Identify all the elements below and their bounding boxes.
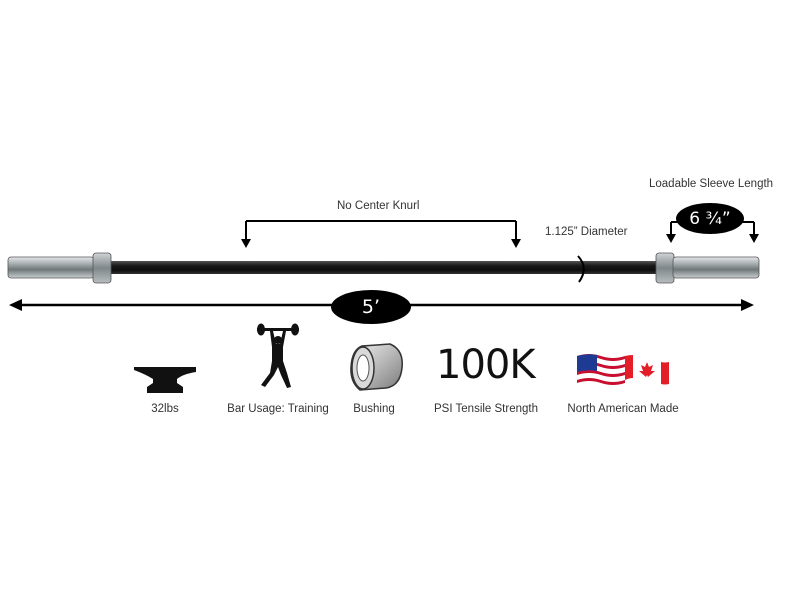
bushing-label: Bushing [353,403,395,415]
bar-usage-label: Bar Usage: Training [227,403,329,415]
sleeve-length-label: Loadable Sleeve Length [649,178,774,190]
weightlifter-icon [257,323,299,388]
left-sleeve [7,256,95,279]
right-sleeve [672,256,760,279]
anvil-icon [134,367,196,393]
bushing-icon [350,343,403,391]
left-collar [92,252,112,284]
tensile-strength-value: 100K [436,342,536,388]
sleeve-length-value: 6 ¾” [689,208,731,229]
no-center-knurl-bracket [241,220,521,248]
no-center-knurl-label: No Center Knurl [337,200,420,212]
weight-label: 32lbs [151,403,179,415]
diameter-mark [577,255,585,283]
length-value: 5’ [361,296,381,318]
bar-shaft [110,261,658,274]
origin-label: North American Made [567,403,679,415]
tensile-strength-label: PSI Tensile Strength [434,403,538,415]
length-badge: 5’ [331,290,411,324]
sleeve-length-bracket [666,221,759,243]
sleeve-length-badge: 6 ¾” [676,203,744,234]
right-collar [655,252,675,284]
diameter-label: 1.125” Diameter [545,226,628,238]
usa-canada-flag-icon [577,354,669,388]
